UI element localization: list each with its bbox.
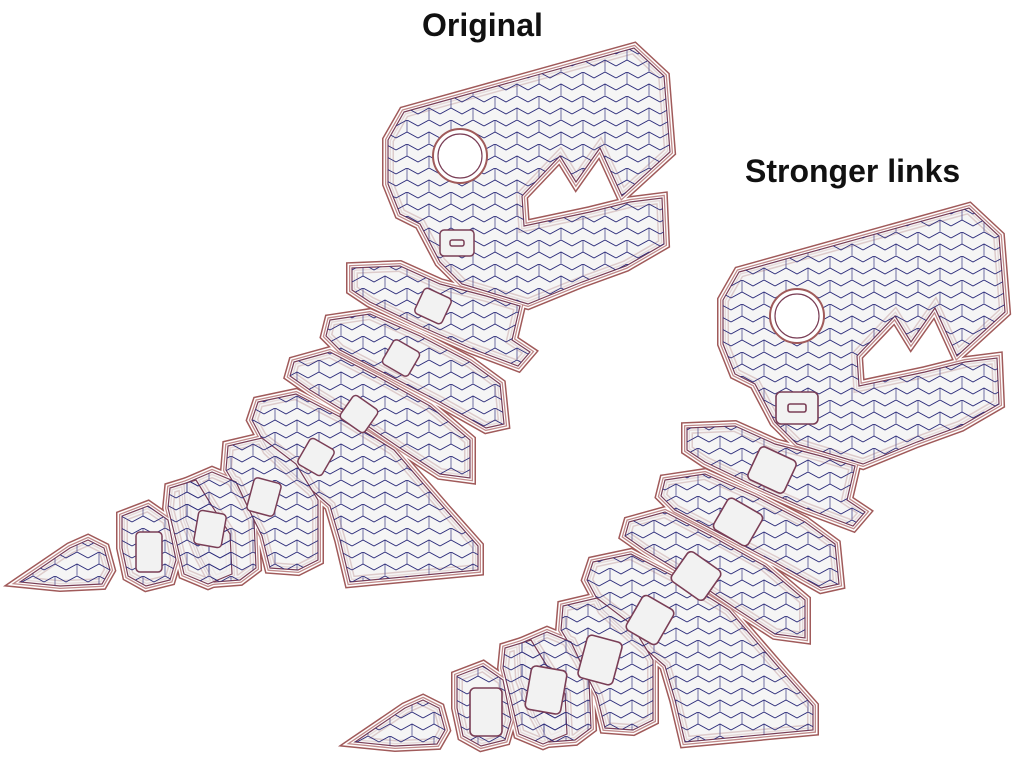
stronger-link-slots bbox=[469, 391, 819, 737]
stronger-links-label: Stronger links bbox=[745, 153, 961, 189]
stronger-links-dinosaur-icon bbox=[355, 208, 1005, 746]
original-dinosaur-icon bbox=[20, 48, 670, 586]
link-slots bbox=[135, 229, 475, 573]
original-label: Original bbox=[422, 7, 543, 43]
